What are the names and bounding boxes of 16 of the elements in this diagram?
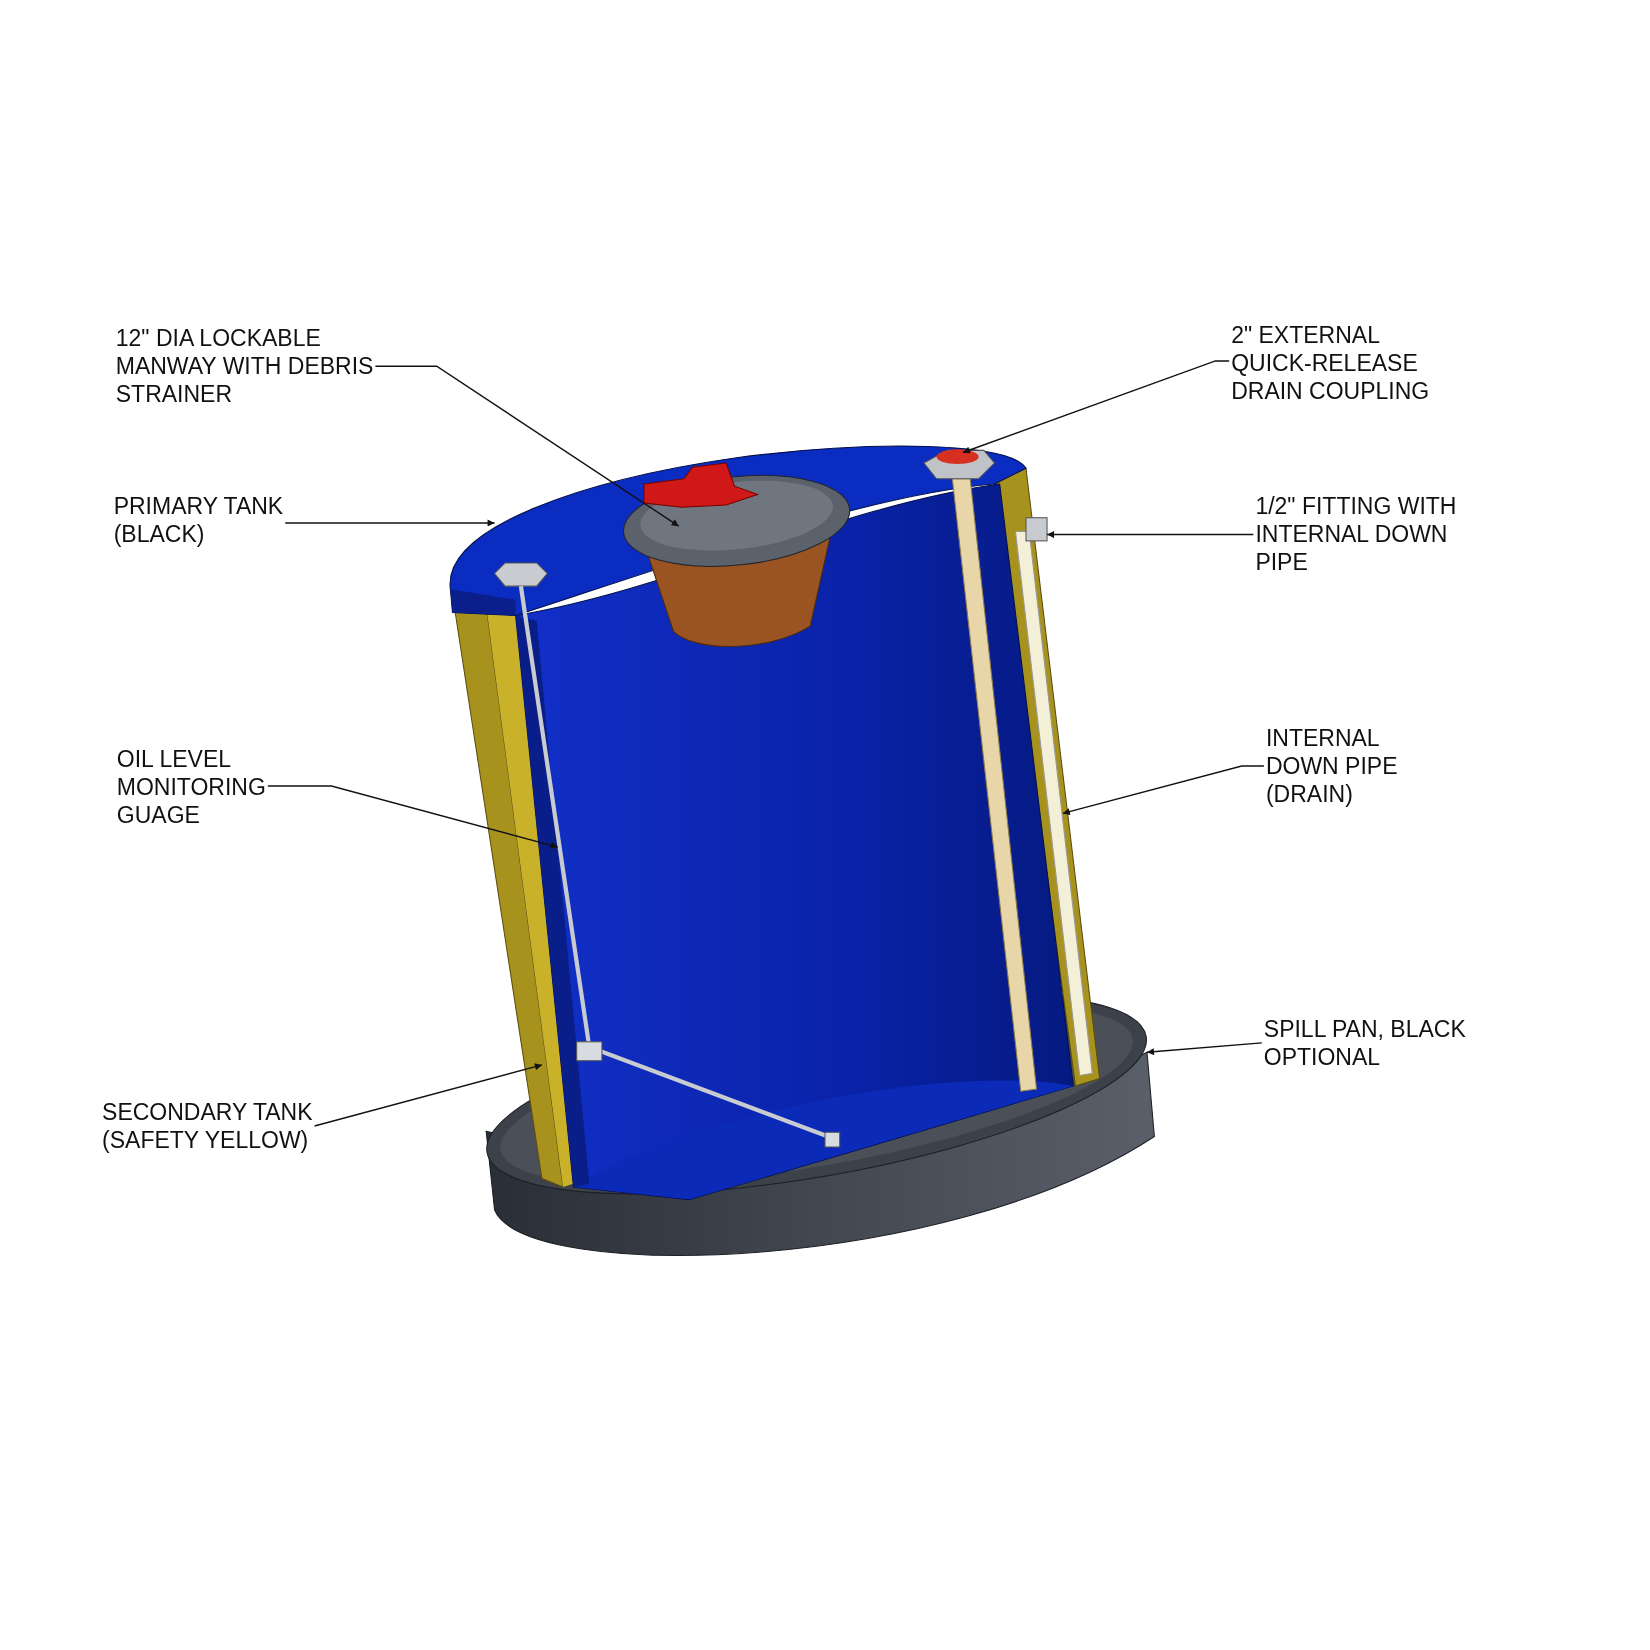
leader-line [374, 365, 680, 527]
leader-line [313, 1063, 543, 1127]
part-label: SECONDARY TANK (SAFETY YELLOW) [102, 1097, 350, 1154]
leader-line [1062, 765, 1265, 815]
part-label: 2" EXTERNAL QUICK-RELEASE DRAIN COUPLING [1231, 320, 1463, 405]
leader-line [267, 785, 559, 849]
part-label: INTERNAL DOWN PIPE (DRAIN) [1265, 723, 1424, 808]
part-label: SPILL PAN, BLACK OPTIONAL [1263, 1015, 1506, 1072]
part-label: 1/2" FITTING WITH INTERNAL DOWN PIPE [1255, 492, 1466, 577]
part-label: PRIMARY TANK (BLACK) [113, 492, 314, 549]
leader-line [1046, 531, 1255, 539]
part-label: OIL LEVEL MONITORING GUAGE [116, 745, 291, 829]
leader-line [1146, 1042, 1263, 1056]
part-label: 12" DIA LOCKABLE MANWAY WITH DEBRIS STRAINER [115, 324, 416, 409]
leader-line [962, 360, 1230, 454]
leader-line [284, 519, 496, 527]
